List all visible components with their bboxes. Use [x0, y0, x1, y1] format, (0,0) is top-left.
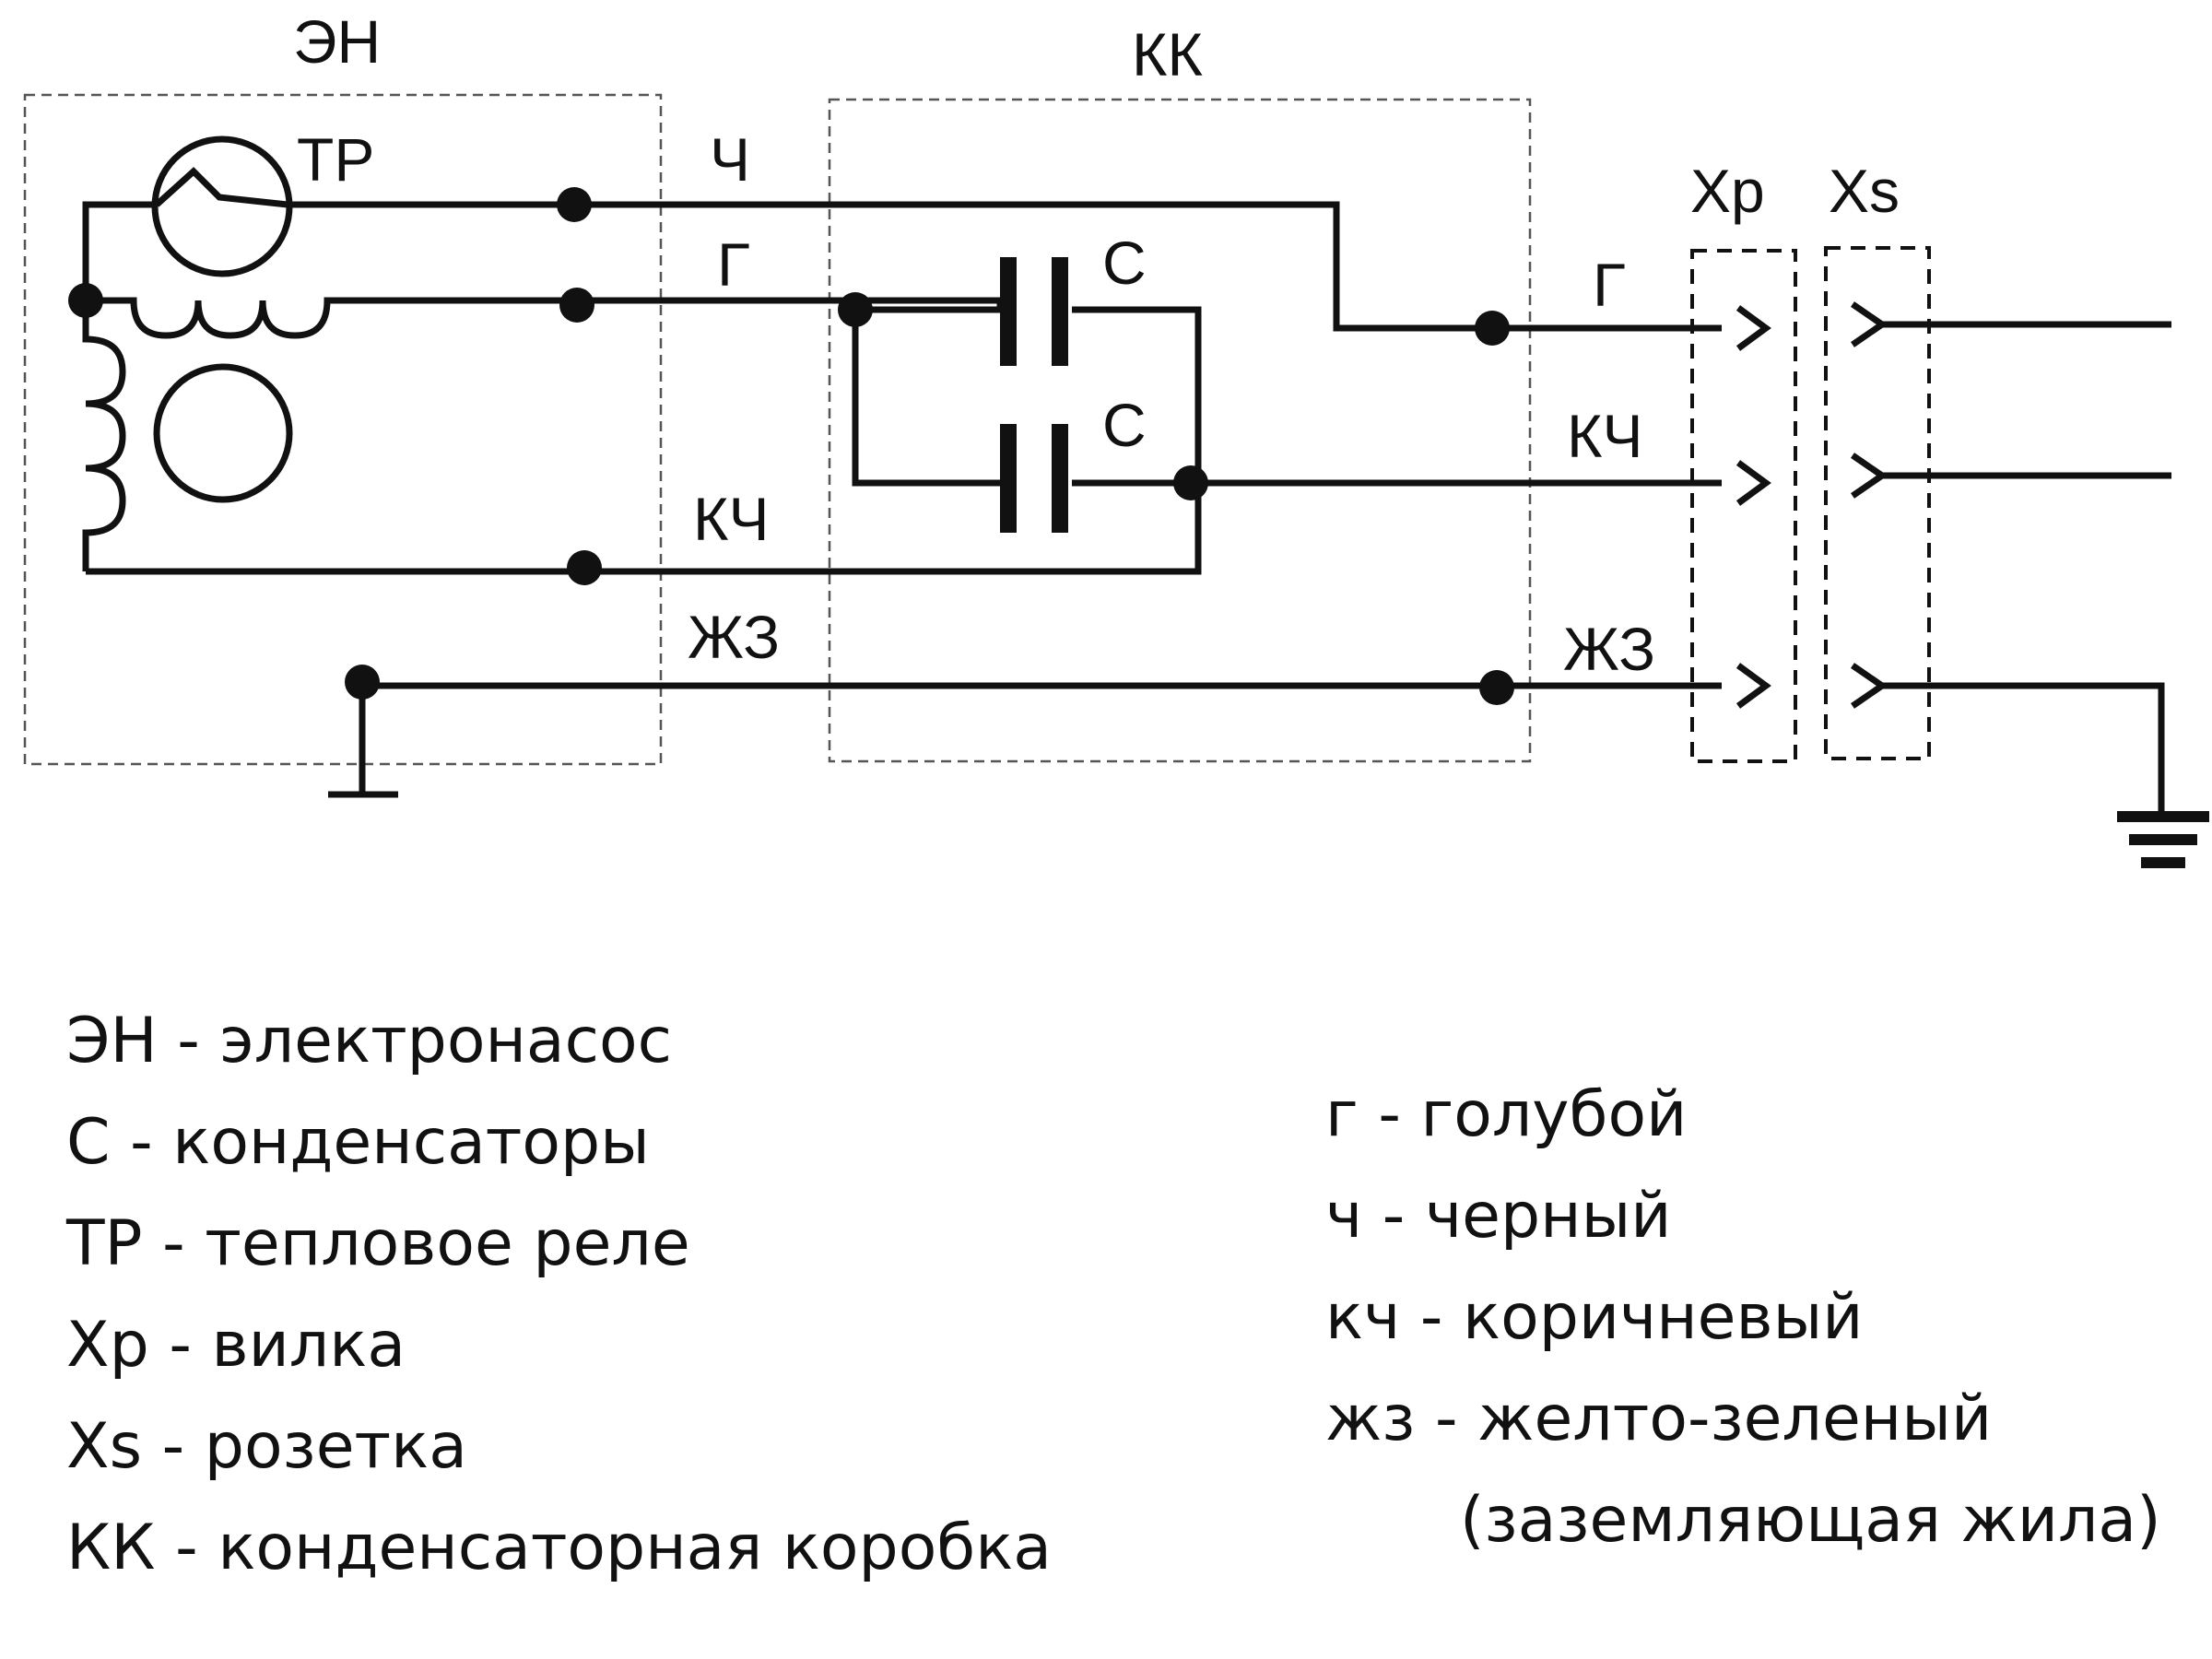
ground-symbol [2117, 811, 2209, 868]
capacitor-upper-plate-left [1000, 257, 1017, 366]
capacitor-lower-label: С [1102, 391, 1147, 459]
legend-item: Xp - вилка [66, 1309, 406, 1382]
legend-item: (заземляющая жила) [1460, 1484, 2161, 1557]
legend-item: Xs - розетка [66, 1410, 467, 1483]
thermal-relay-symbol [151, 135, 293, 277]
wire-black [82, 201, 1722, 332]
node-blue-capacitor [838, 292, 873, 327]
socket-block [1824, 246, 1931, 760]
capacitor-lower-leads [852, 310, 1198, 487]
capacitor-upper-plate-right [1052, 257, 1068, 366]
node-brown-terminal [567, 550, 602, 585]
wire-label-ground: ЖЗ [688, 603, 780, 671]
pump-enclosure [23, 93, 663, 766]
thermal-relay-contact [154, 167, 288, 208]
node-blue-output [1475, 311, 1510, 346]
motor-winding-vertical [82, 300, 126, 571]
legend-item: С - конденсаторы [66, 1106, 650, 1179]
legend-item: кч - коричневый [1325, 1281, 1864, 1354]
plug-pin-brown [1735, 460, 1771, 506]
capacitor-lower-plate-right [1052, 424, 1068, 533]
plug-pin-blue [1735, 305, 1771, 351]
legend-item: ч - черный [1325, 1180, 1672, 1253]
capacitor-lower-plate-left [1000, 424, 1017, 533]
wire-label-brown: КЧ [693, 485, 769, 553]
node-ground-pump [345, 665, 380, 700]
pump-ground-stub [328, 686, 398, 798]
capacitor-upper-label: С [1102, 229, 1147, 297]
wire-brown [86, 479, 1722, 575]
motor-winding-horizontal [86, 297, 335, 339]
legend-wire-colors: г - голубой ч - черный кч - коричневый ж… [1325, 1065, 2161, 1571]
output-label-brown: КЧ [1567, 402, 1642, 470]
plug-block [1690, 249, 1797, 763]
legend-item: жз - желто-зеленый [1325, 1382, 1993, 1455]
socket-contact-ground [1851, 663, 2165, 817]
capacitor-upper-leads [855, 306, 1202, 483]
motor-rotor [153, 363, 293, 503]
legend-item: ЭН - электронасос [66, 1005, 672, 1077]
plug-label: Xp [1690, 157, 1765, 225]
legend-item: г - голубой [1325, 1078, 1688, 1151]
node-blue-terminal [559, 288, 594, 323]
capacitor-box-label: КК [1132, 20, 1203, 88]
socket-label: Xs [1829, 157, 1900, 225]
legend-components: ЭН - электронасос С - конденсаторы ТР - … [66, 991, 1052, 1599]
thermal-relay-label: ТР [297, 125, 374, 194]
node-brown-capacitor [1173, 465, 1208, 500]
legend-item: КК - конденсаторная коробка [66, 1512, 1052, 1584]
wire-label-black: Ч [710, 125, 750, 194]
capacitor-box-enclosure [828, 98, 1532, 763]
plug-pin-ground [1735, 663, 1771, 709]
output-label-blue: Г [1593, 251, 1626, 319]
node-ground-output [1479, 670, 1514, 705]
node-black-terminal [557, 187, 592, 222]
socket-contact-brown [1851, 453, 2171, 499]
node-winding-junction [68, 283, 103, 318]
output-label-ground: ЖЗ [1563, 615, 1655, 683]
wire-label-blue: Г [717, 230, 750, 299]
socket-contact-blue [1851, 301, 2171, 347]
legend-item: ТР - тепловое реле [66, 1207, 690, 1280]
pump-label: ЭН [293, 7, 381, 76]
